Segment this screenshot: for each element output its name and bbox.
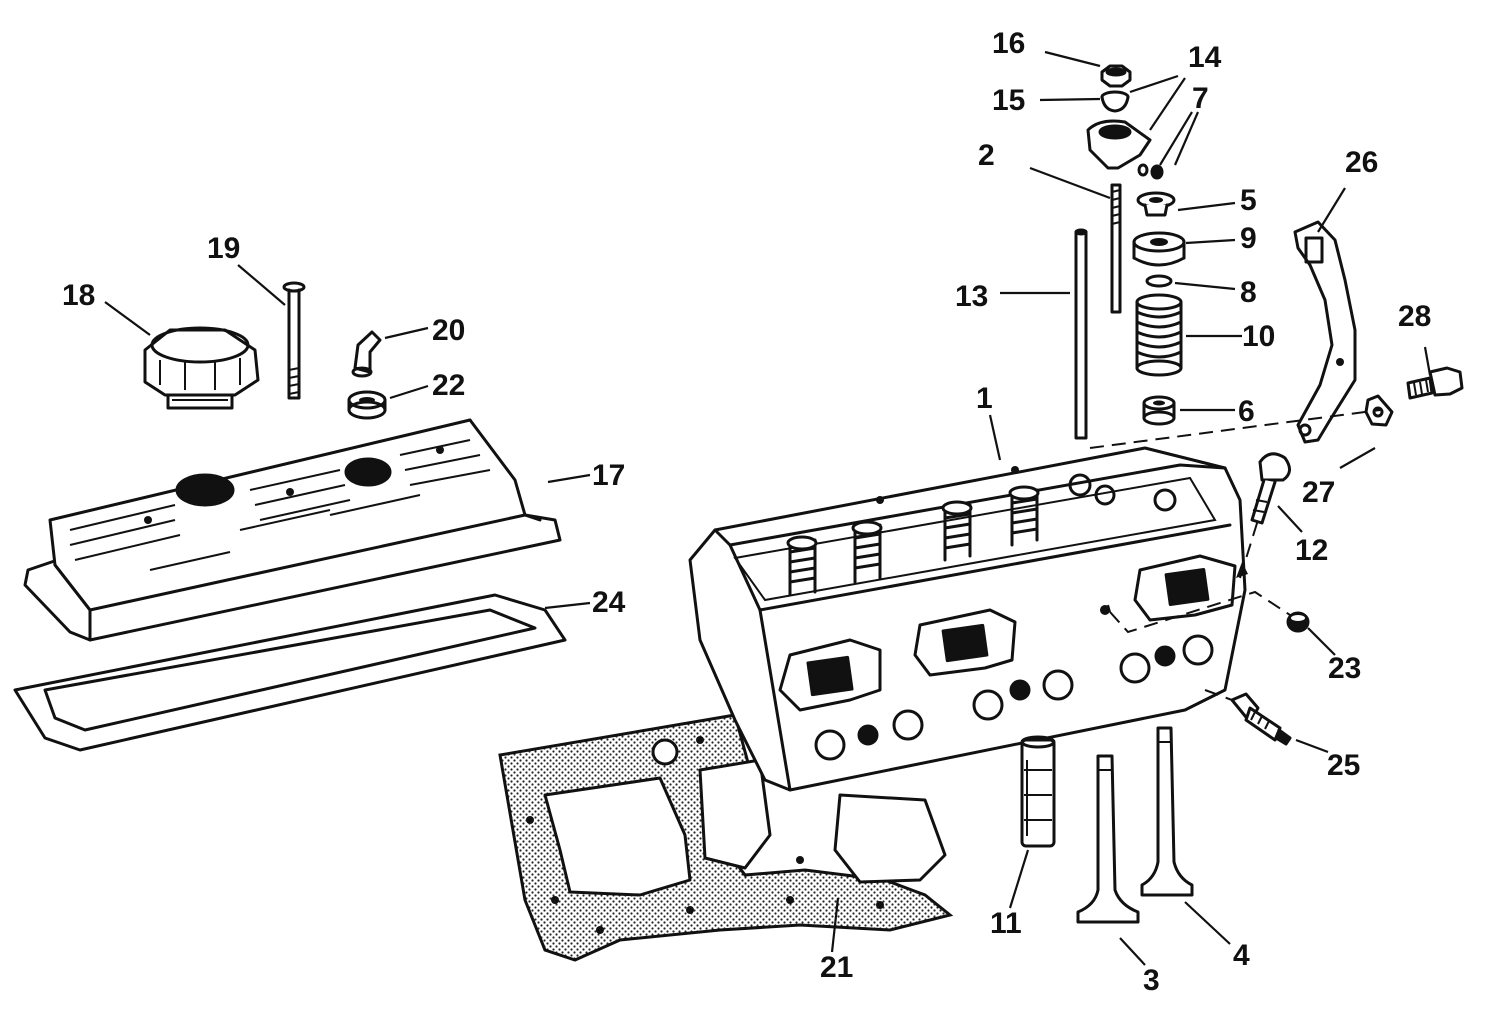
valve-keepers-illustration bbox=[1137, 163, 1164, 180]
label-5: 5 bbox=[1240, 184, 1257, 217]
temperature-sender-illustration bbox=[1230, 692, 1292, 746]
label-26: 26 bbox=[1345, 146, 1378, 179]
rocker-ball-illustration bbox=[1100, 90, 1130, 113]
label-8: 8 bbox=[1240, 276, 1257, 309]
exhaust-valve-illustration bbox=[1076, 754, 1140, 924]
lifting-bracket-illustration bbox=[1293, 220, 1357, 444]
installed-valve-springs bbox=[786, 485, 1040, 597]
label-4: 4 bbox=[1233, 939, 1250, 972]
label-15: 15 bbox=[992, 84, 1025, 117]
rocker-nut-illustration bbox=[1100, 64, 1132, 88]
label-24: 24 bbox=[592, 586, 626, 619]
stud-bolt-illustration bbox=[1250, 452, 1291, 525]
pcv-elbow-illustration bbox=[351, 330, 382, 378]
label-6: 6 bbox=[1238, 395, 1255, 428]
cover-bolt-illustration bbox=[282, 281, 306, 400]
bracket-bolt-illustration bbox=[1406, 366, 1464, 400]
label-10: 10 bbox=[1242, 320, 1275, 353]
hydraulic-lifter-illustration bbox=[1020, 735, 1056, 848]
label-14: 14 bbox=[1188, 41, 1222, 74]
rocker-arm-illustration bbox=[1086, 119, 1152, 170]
cylinder-head-illustration bbox=[688, 446, 1247, 792]
label-18: 18 bbox=[62, 279, 95, 312]
push-rod-illustration bbox=[1074, 228, 1088, 440]
o-ring-seal-illustration bbox=[1145, 274, 1173, 288]
label-17: 17 bbox=[592, 459, 625, 492]
spring-seat-illustration bbox=[1142, 395, 1176, 426]
intake-valve-illustration bbox=[1140, 726, 1194, 897]
leader-lines bbox=[104, 50, 1432, 966]
spring-cap-illustration bbox=[1136, 191, 1176, 217]
oil-filler-cap-illustration bbox=[143, 326, 260, 410]
grommet-illustration bbox=[347, 390, 387, 420]
label-21: 21 bbox=[820, 951, 853, 984]
label-28: 28 bbox=[1398, 300, 1431, 333]
valve-cover-illustration bbox=[23, 418, 562, 642]
valve-cover-gasket-illustration bbox=[13, 593, 567, 752]
spring-shield-illustration bbox=[1132, 231, 1186, 267]
part-labels: 16 14 15 7 2 26 5 9 19 8 18 13 28 20 10 … bbox=[62, 27, 1431, 997]
label-16: 16 bbox=[992, 27, 1025, 60]
rocker-stud-illustration bbox=[1110, 183, 1122, 314]
label-12: 12 bbox=[1295, 534, 1328, 567]
label-2: 2 bbox=[978, 139, 995, 172]
label-25: 25 bbox=[1327, 749, 1360, 782]
label-11: 11 bbox=[990, 907, 1022, 940]
label-1: 1 bbox=[976, 382, 993, 415]
label-22: 22 bbox=[432, 369, 465, 402]
pipe-plug-illustration bbox=[1286, 611, 1310, 633]
label-9: 9 bbox=[1240, 222, 1257, 255]
label-3: 3 bbox=[1143, 964, 1160, 997]
assembly-lines bbox=[1089, 409, 1381, 701]
label-27: 27 bbox=[1302, 476, 1335, 509]
label-13: 13 bbox=[955, 280, 988, 313]
label-20: 20 bbox=[432, 314, 465, 347]
label-7: 7 bbox=[1192, 82, 1209, 115]
valve-spring-illustration bbox=[1135, 293, 1183, 377]
label-23: 23 bbox=[1328, 652, 1361, 685]
label-19: 19 bbox=[207, 232, 240, 265]
